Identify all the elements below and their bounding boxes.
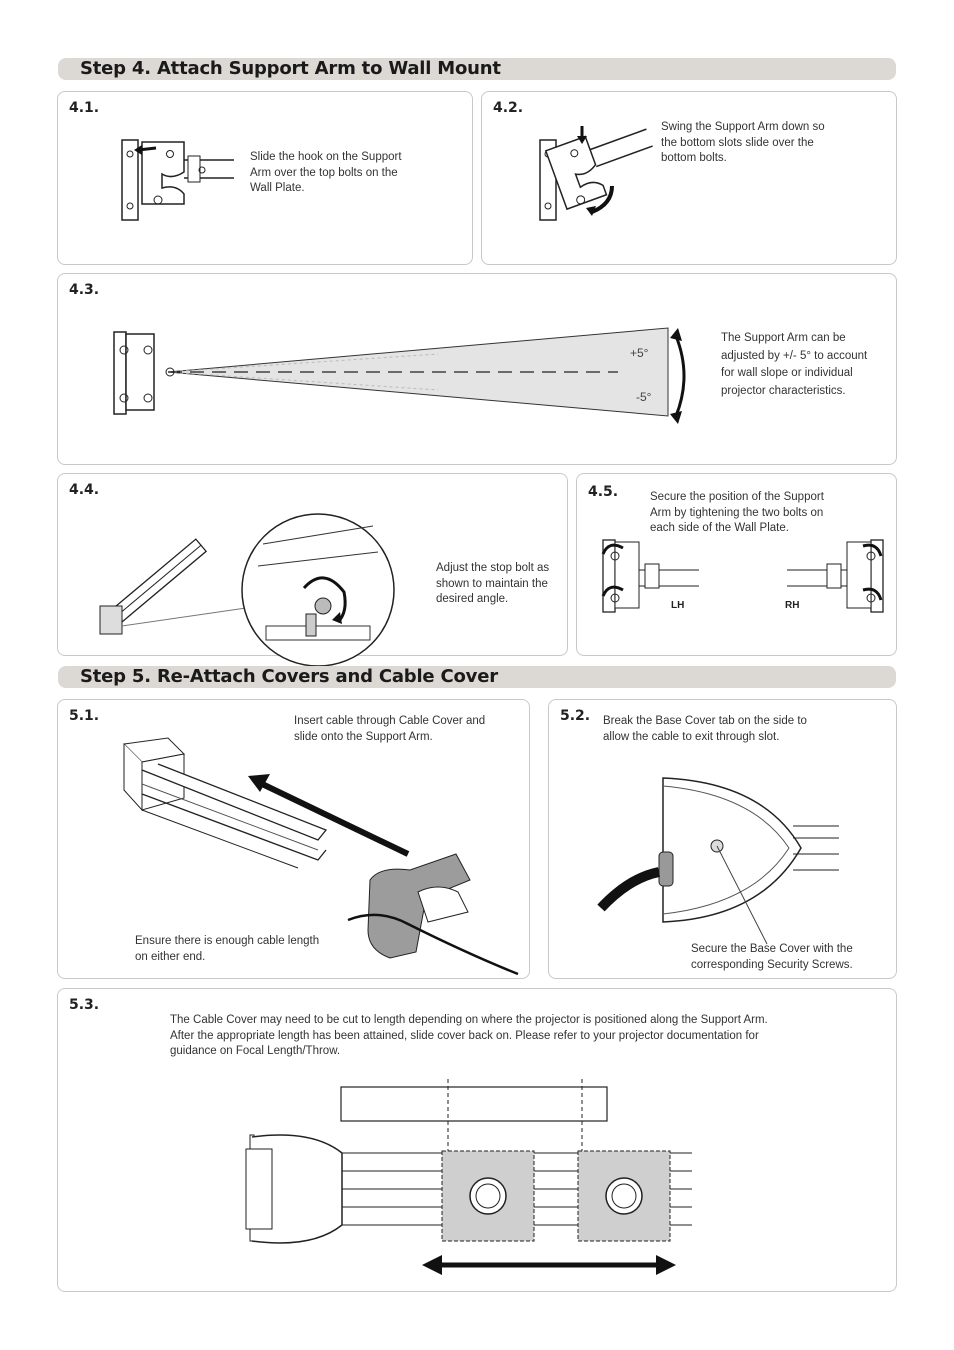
- step-number: 5.3.: [69, 997, 100, 1013]
- cable-cover-icon: [122, 737, 519, 976]
- step-number: 4.2.: [493, 100, 524, 116]
- panel-4-2: 4.2. Swing the Support Arm down so the b…: [481, 91, 897, 265]
- instruction-text: Swing the Support Arm down so the bottom…: [661, 121, 825, 164]
- step-number: 4.3.: [69, 282, 100, 298]
- lh-label: LH: [671, 600, 685, 611]
- angle-adjust-diagram: [113, 327, 669, 417]
- step5-title: Step 5. Re-Attach Covers and Cable Cover: [80, 666, 498, 687]
- panel-4-5: 4.5. Secure the position of the Support …: [576, 473, 897, 656]
- rh-wall-plate-icon: [787, 539, 884, 613]
- instruction-text: Secure the position of the Support Arm b…: [650, 491, 824, 534]
- step5-banner: Step 5. Re-Attach Covers and Cable Cover: [58, 666, 896, 688]
- instruction-text: Adjust the stop bolt as shown to maintai…: [436, 562, 550, 605]
- rh-label: RH: [785, 600, 800, 611]
- instruction-text: The Support Arm can be adjusted by +/- 5…: [721, 332, 868, 397]
- rotate-arrow-icon: [670, 328, 686, 424]
- step-number: 5.1.: [69, 708, 100, 724]
- projector-mount-icon: [245, 1079, 692, 1275]
- step-number: 4.1.: [69, 100, 100, 116]
- panel-5-2: 5.2. Break the Base Cover tab on the sid…: [548, 699, 897, 979]
- instruction-text: Slide the hook on the Support Arm over t…: [250, 151, 402, 194]
- instruction-text-top: Insert cable through Cable Cover and sli…: [294, 715, 486, 743]
- panel-4-1: 4.1. Slide the hook on the Support Arm o…: [57, 91, 473, 265]
- step4-title: Step 4. Attach Support Arm to Wall Mount: [80, 58, 501, 79]
- step4-banner: Step 4. Attach Support Arm to Wall Mount: [58, 58, 896, 80]
- instruction-text: The Cable Cover may need to be cut to le…: [170, 1014, 768, 1057]
- panel-4-3: 4.3. +5° -5° The Support Arm can be adju…: [57, 273, 897, 465]
- step-number: 5.2.: [560, 708, 591, 724]
- step-number: 4.4.: [69, 482, 100, 498]
- step-number: 4.5.: [588, 484, 619, 500]
- support-arm-icon: [539, 126, 653, 221]
- base-cover-icon: [597, 777, 839, 945]
- instruction-text-bottom: Secure the Base Cover with the correspon…: [691, 943, 853, 971]
- panel-5-3: 5.3. The Cable Cover may need to be cut …: [57, 988, 897, 1292]
- instruction-text-bottom: Ensure there is enough cable length on e…: [135, 935, 320, 963]
- wall-plate-icon: [121, 139, 234, 221]
- minus-angle-label: -5°: [636, 390, 652, 404]
- instruction-text-top: Break the Base Cover tab on the side to …: [603, 715, 807, 743]
- plus-angle-label: +5°: [630, 346, 649, 360]
- panel-5-1: 5.1. Insert cable through Cable Cover an…: [57, 699, 530, 979]
- panel-4-4: 4.4. Adjust the stop bolt as shown to ma…: [57, 473, 568, 667]
- lh-wall-plate-icon: [601, 539, 699, 613]
- stop-bolt-diagram: [99, 513, 395, 667]
